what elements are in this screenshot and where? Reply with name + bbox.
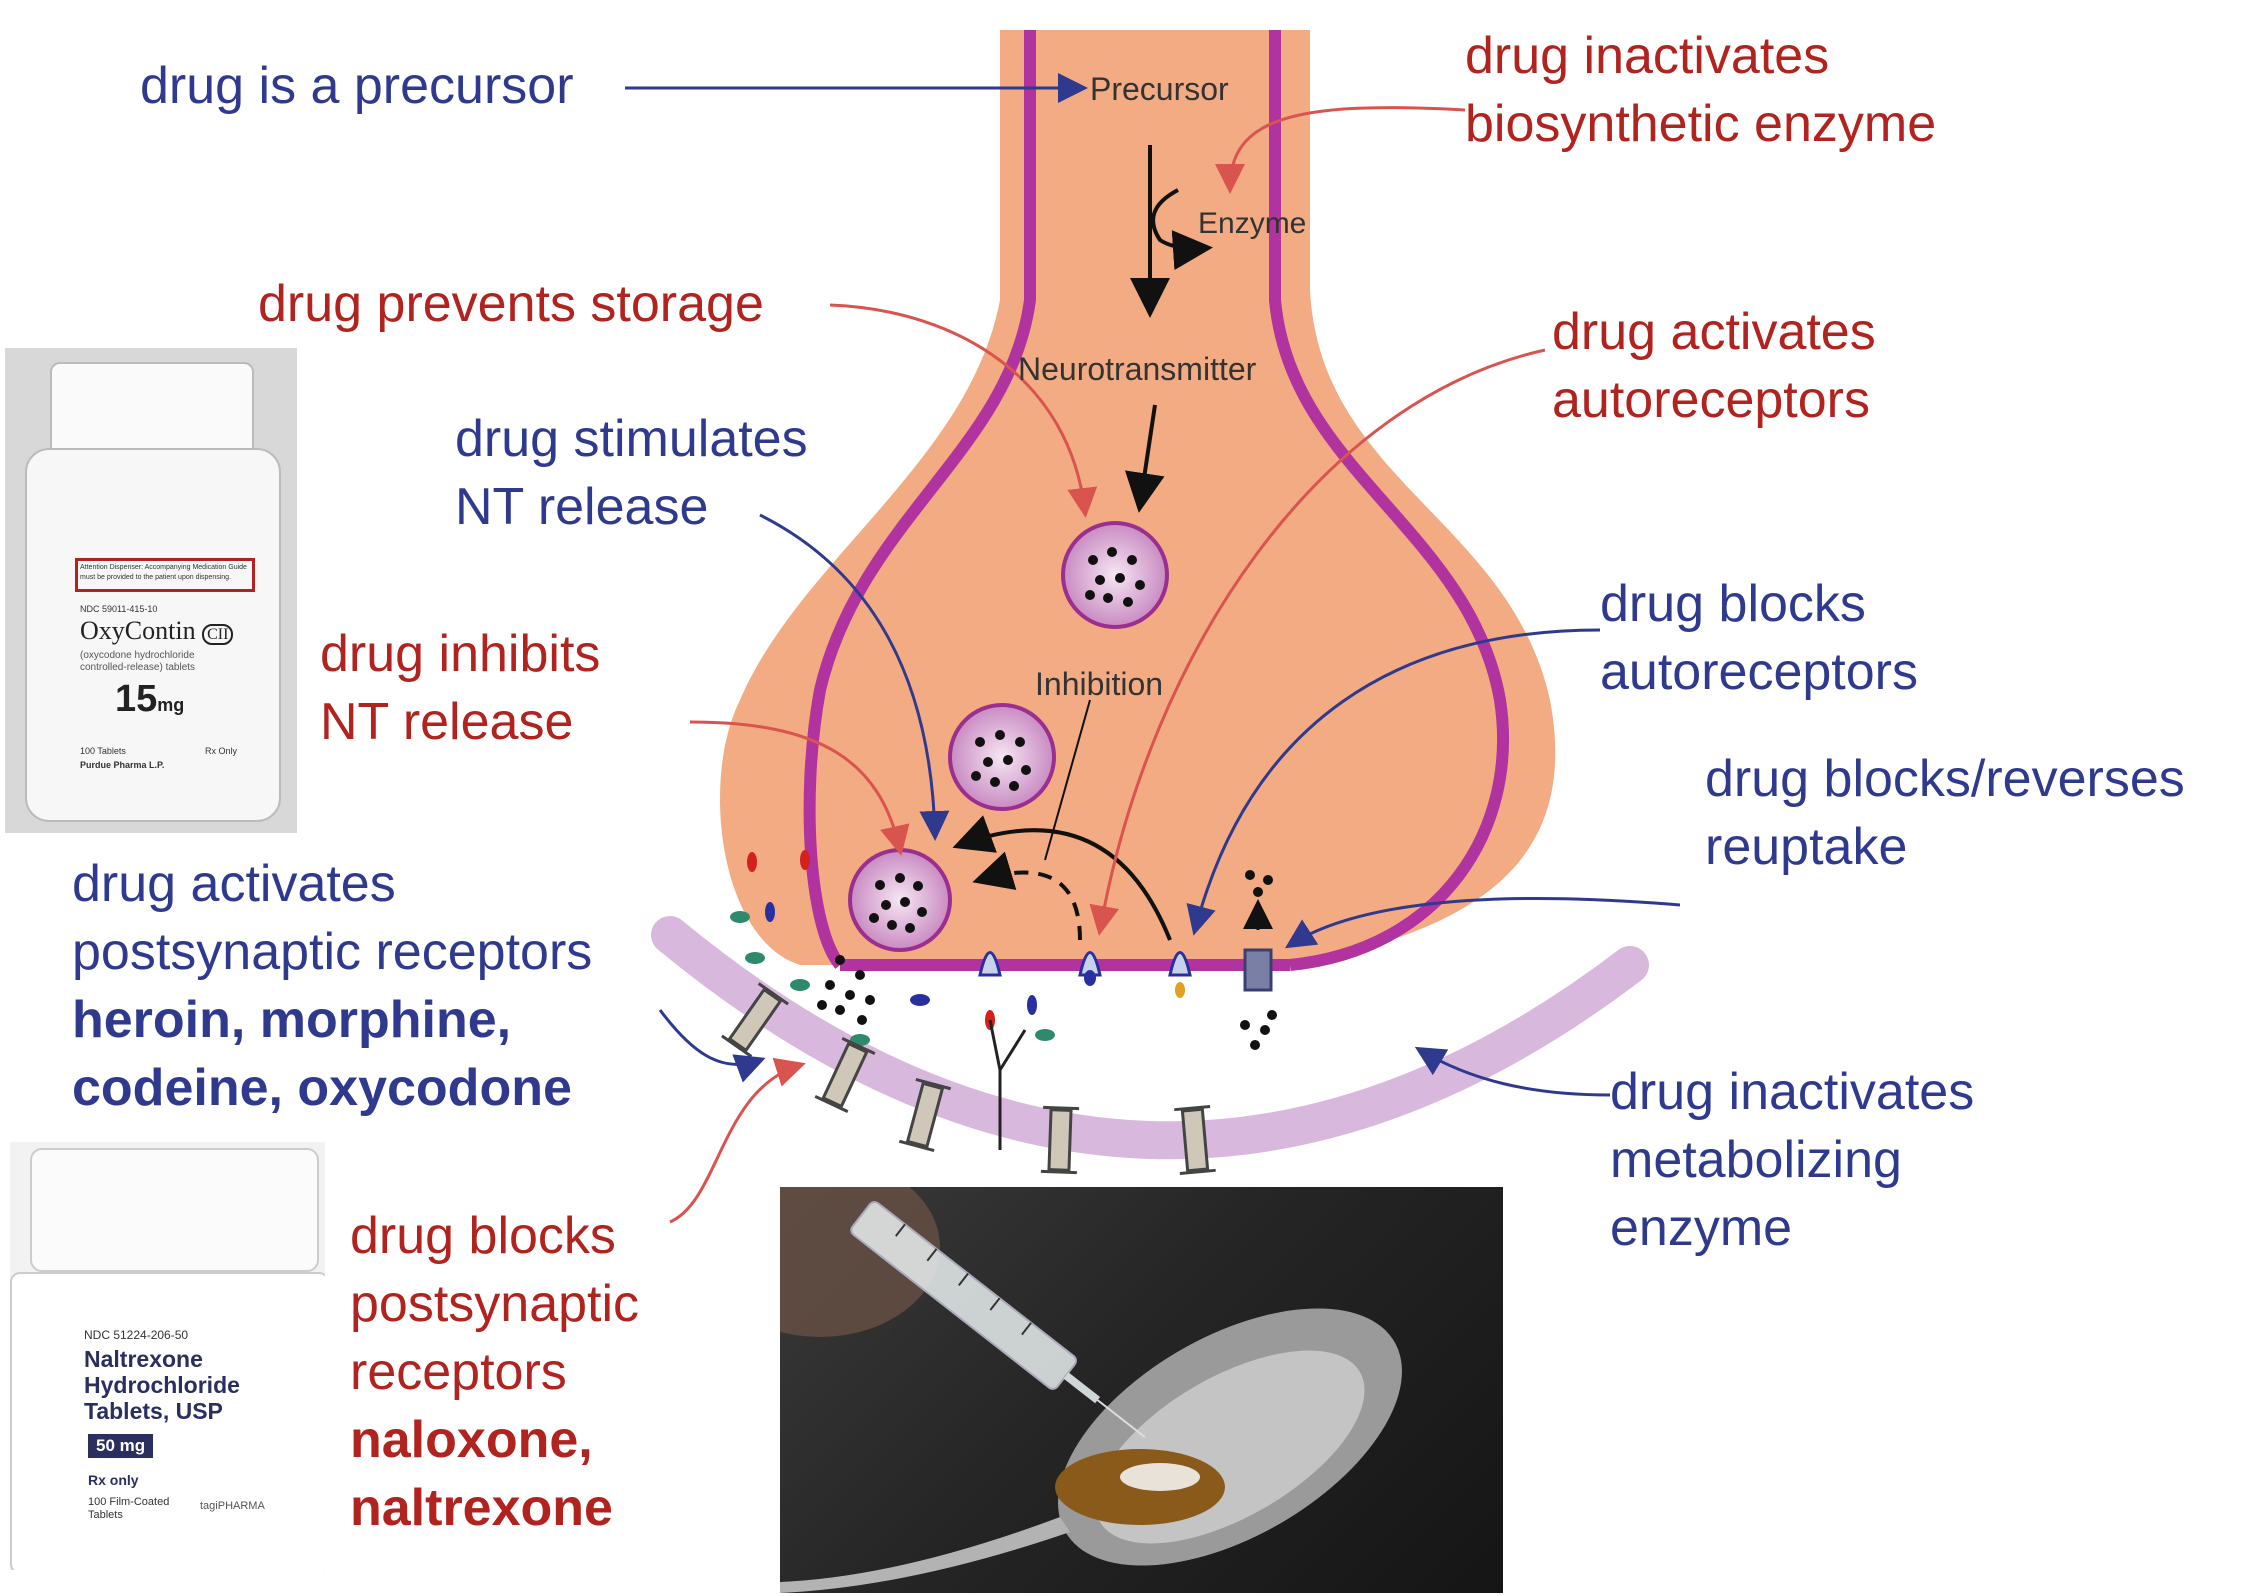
left-membrane xyxy=(803,30,1036,969)
label-inhibition: Inhibition xyxy=(1035,666,1163,702)
released-neurotransmitter xyxy=(817,870,1277,1050)
arrow-blocks-post xyxy=(669,1057,806,1224)
naltrexone-bottle-photo: NDC 51224-206-50 Naltrexone Hydrochlorid… xyxy=(10,1142,325,1570)
naltrexone-count-2: Tablets xyxy=(88,1509,123,1521)
naltrexone-name-2: Hydrochloride xyxy=(84,1372,240,1398)
oxycontin-warning: Attention Dispenser: Accompanying Medica… xyxy=(75,558,255,592)
inhibition-pointer xyxy=(1044,699,1091,861)
naltrexone-strength: 50 mg xyxy=(88,1434,154,1458)
naltrexone-maker: tagiPHARMA xyxy=(200,1500,265,1512)
oxycontin-bottle-photo: Attention Dispenser: Accompanying Medica… xyxy=(5,348,297,833)
antagonist-drugs: naloxone, xyxy=(350,1411,593,1469)
oxycontin-desc-1: (oxycodone hydrochloride xyxy=(80,650,195,661)
postsynaptic-receptors xyxy=(721,982,1216,1175)
syringe xyxy=(850,1201,1146,1438)
label-drug-precursor: drug is a precursor xyxy=(140,57,574,115)
arrow-stimulates xyxy=(759,513,950,841)
feedback-arrow xyxy=(952,815,1172,941)
oxycontin-rx: Rx Only xyxy=(205,746,238,756)
label-precursor: Precursor xyxy=(1090,71,1229,107)
reuptake-transporter xyxy=(1243,948,1273,992)
drug-molecules xyxy=(730,850,1055,1046)
vesicle-release xyxy=(848,848,952,952)
autoreceptors xyxy=(978,951,1192,998)
arrow-storage xyxy=(829,303,1098,518)
oxycontin-count: 100 Tablets xyxy=(80,746,126,756)
inhibition-dashed xyxy=(972,851,1082,941)
oxycontin-brand: OxyContin xyxy=(80,616,196,645)
label-neurotransmitter: Neurotransmitter xyxy=(1018,351,1257,387)
vesicle-middle xyxy=(948,703,1056,811)
arrow-reuptake xyxy=(1284,896,1681,949)
y-receptor xyxy=(988,1019,1027,1150)
oxycontin-desc-2: controlled-release) tablets xyxy=(80,662,196,673)
arrow-inhibits xyxy=(689,720,910,856)
syringe-spoon-photo xyxy=(780,1187,1503,1593)
spoon-handle xyxy=(780,1517,1070,1593)
nt-to-vesicle-arrow xyxy=(1124,404,1165,513)
arrow-activates-post xyxy=(658,1009,766,1083)
naltrexone-name-3: Tablets, USP xyxy=(84,1398,223,1424)
agonist-drugs: heroin, morphine, xyxy=(72,991,512,1049)
naltrexone-count-1: 100 Film-Coated xyxy=(88,1496,170,1508)
presynaptic-terminal xyxy=(720,30,1556,965)
oxycontin-ndc: NDC 59011-415-10 xyxy=(80,604,158,614)
arrow-act-auto xyxy=(1089,348,1546,936)
oxycontin-strength: 15 xyxy=(115,678,158,720)
naltrexone-ndc: NDC 51224-206-50 xyxy=(84,1328,189,1342)
right-membrane xyxy=(1269,30,1510,971)
arrow-metabolizing xyxy=(1414,1046,1611,1097)
oxycontin-maker: Purdue Pharma L.P. xyxy=(80,760,165,770)
syringe-spoon-illustration xyxy=(780,1187,1402,1593)
naltrexone-rx: Rx only xyxy=(88,1472,139,1488)
arrow-enzyme xyxy=(1215,106,1466,194)
naltrexone-name-1: Naltrexone xyxy=(84,1346,203,1372)
vesicle-storage xyxy=(1061,521,1169,629)
arrow-blocks-auto xyxy=(1186,628,1601,936)
postsynaptic-membrane xyxy=(651,916,1649,1160)
oxycontin-unit: mg xyxy=(157,695,185,715)
oxycontin-schedule: CII xyxy=(202,624,234,645)
label-prevents-storage: drug prevents storage xyxy=(258,275,764,333)
label-enzyme: Enzyme xyxy=(1198,207,1306,240)
enzyme-curl-arrow xyxy=(1151,188,1213,271)
